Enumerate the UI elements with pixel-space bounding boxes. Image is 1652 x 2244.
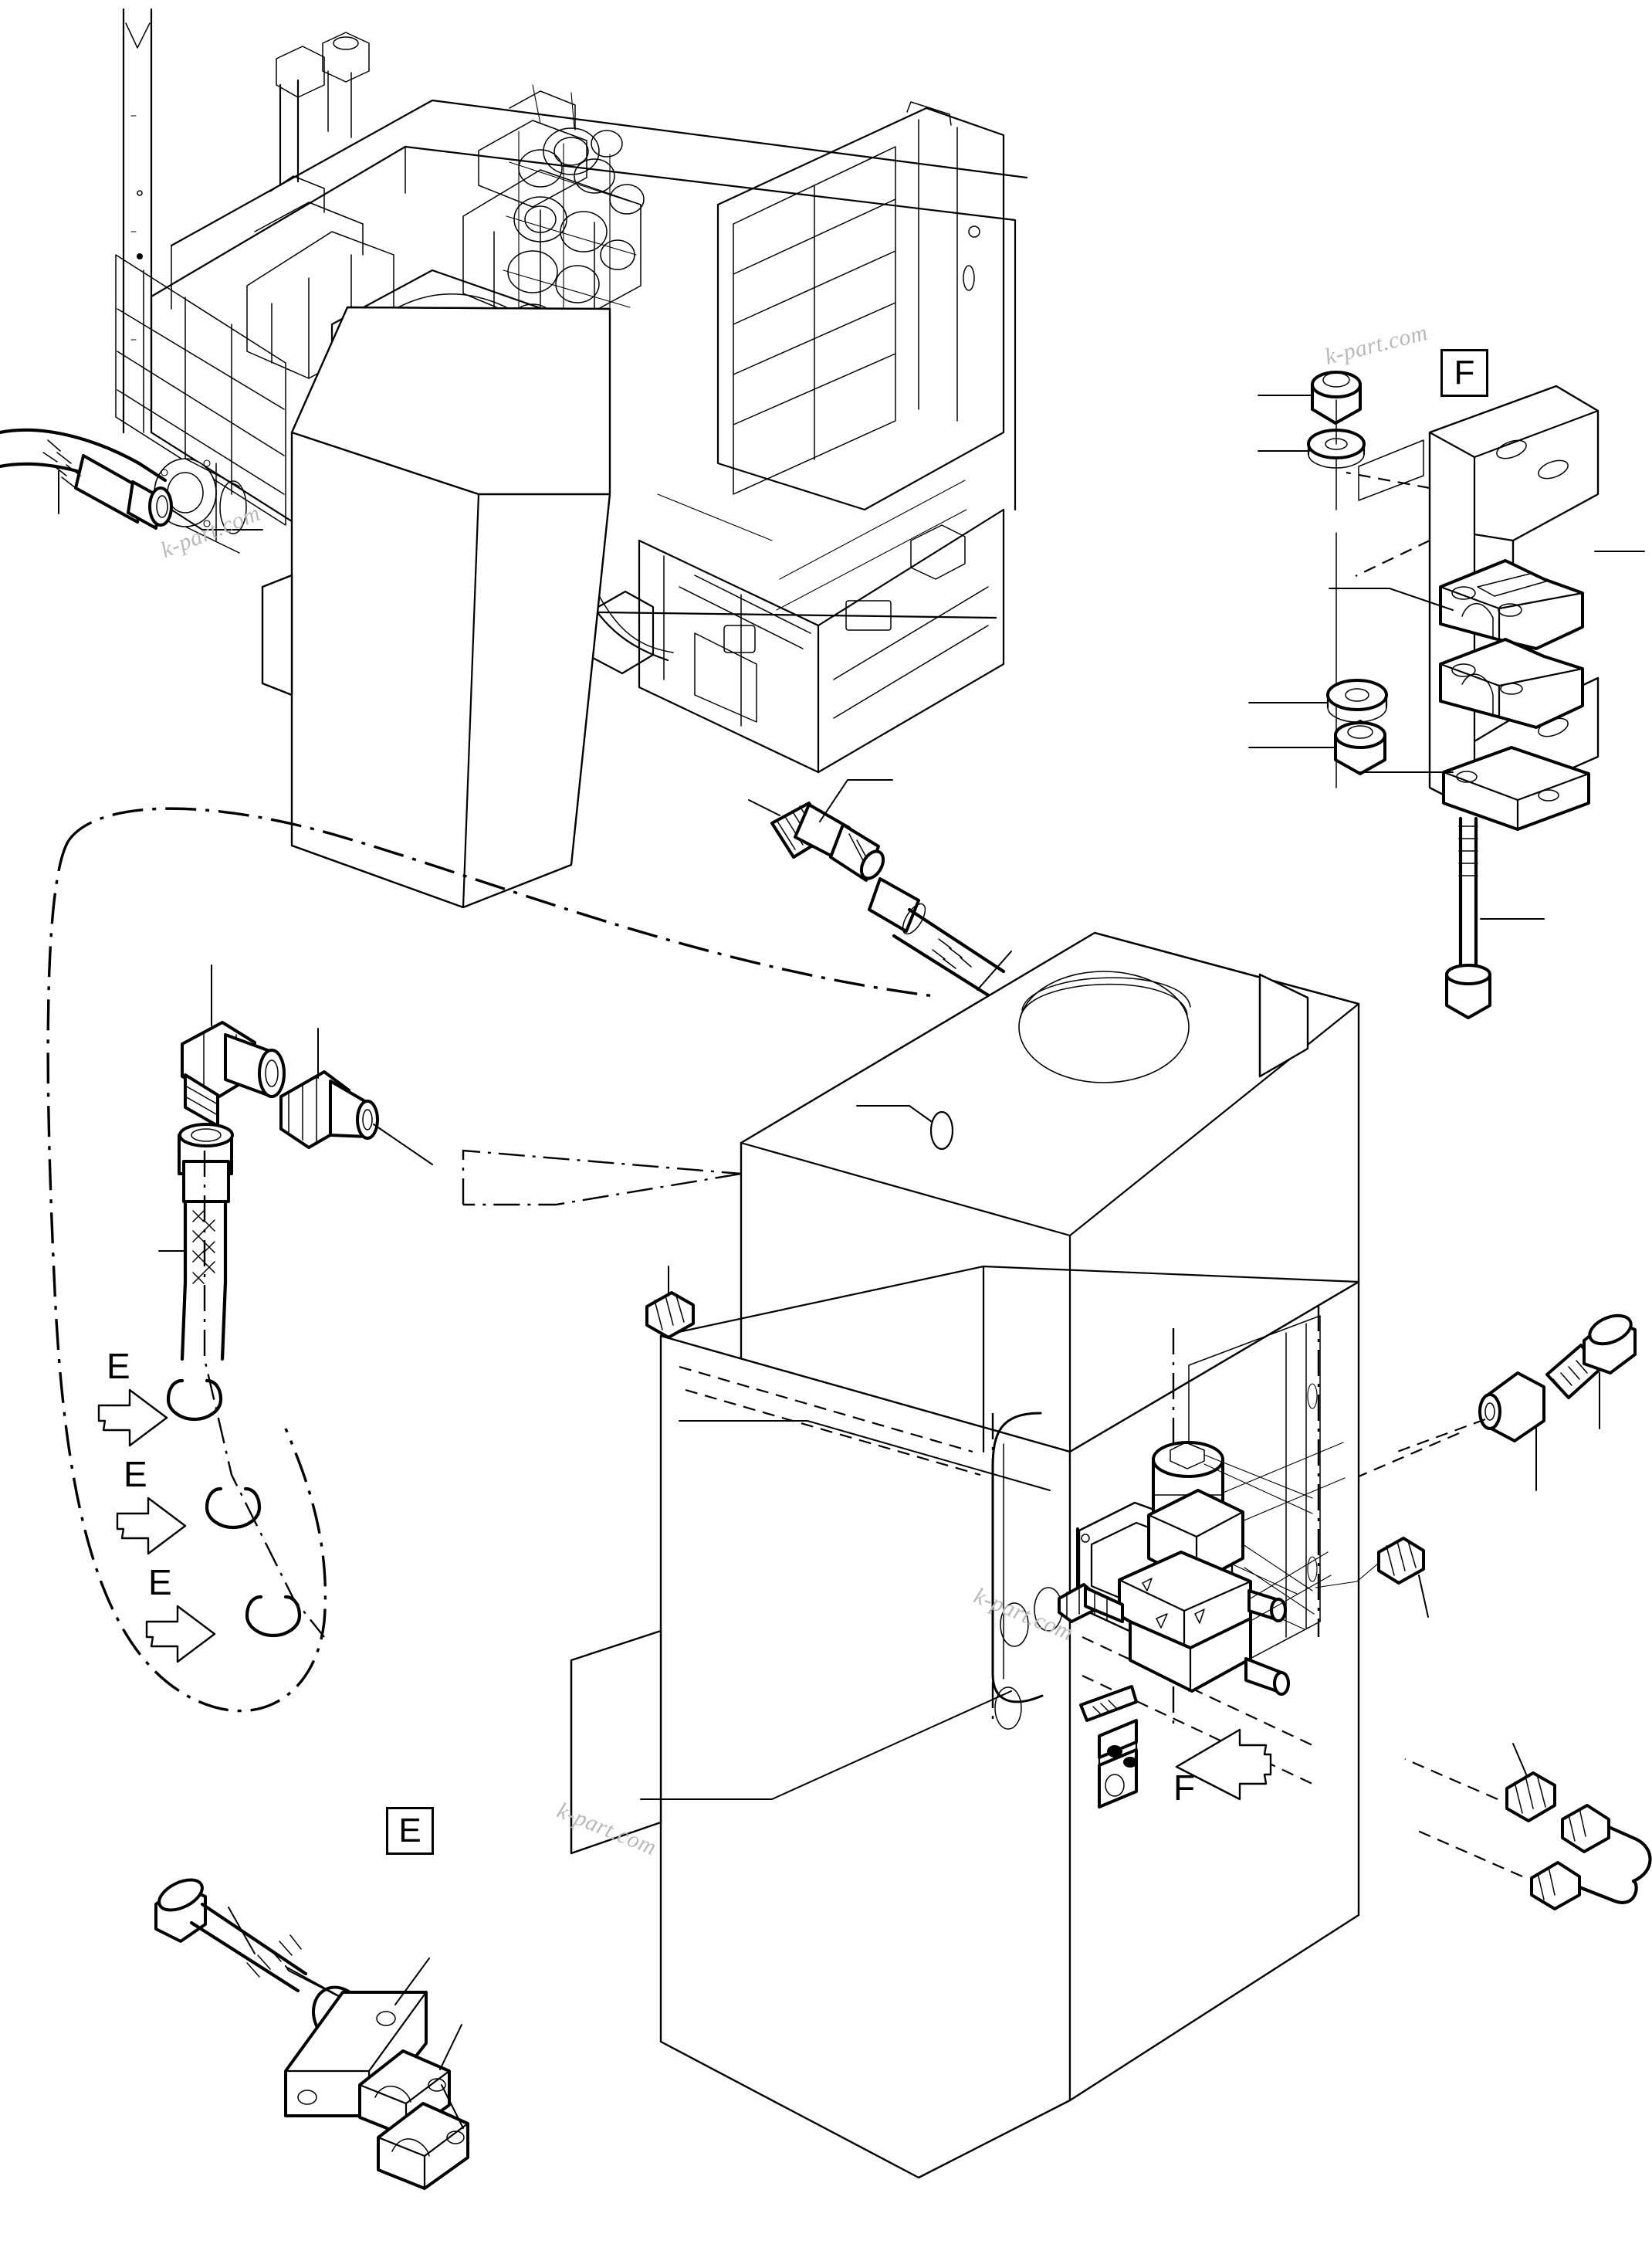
solenoid-valve-manifold (1058, 1441, 1332, 1808)
lower-right-hose-fittings (1404, 1743, 1652, 1910)
section-marker-f: F (1173, 1768, 1196, 1808)
detail-e-stack (154, 1878, 469, 2190)
section-marker-e-3: E (148, 1562, 172, 1602)
elbow-hose-assembly (158, 964, 433, 1361)
detail-f-stack (1248, 371, 1645, 1019)
hose-upper-left (0, 428, 263, 530)
hose-routing-path (46, 807, 935, 1713)
tank-cover-shroud (261, 306, 611, 909)
section-arrow-f (1175, 1728, 1272, 1801)
section-marker-e-2: E (124, 1454, 147, 1494)
section-arrow-e1 (97, 1388, 168, 1447)
hydraulic-tank (570, 931, 1360, 2179)
nipple-fitting-upper-right (1315, 1537, 1429, 1618)
detail-callout-box-f[interactable]: F (1440, 349, 1488, 397)
spacer-and-bolt (1358, 1314, 1637, 1491)
hose-union-middle (748, 779, 1029, 1005)
section-arrow-e3 (145, 1605, 216, 1663)
section-arrow-e2 (116, 1497, 187, 1555)
nipple-fitting-left-tank (645, 1266, 695, 1339)
clamp-ring-symbols (166, 1378, 302, 1638)
detail-callout-box-e[interactable]: E (386, 1807, 434, 1855)
section-marker-e-1: E (107, 1346, 130, 1386)
